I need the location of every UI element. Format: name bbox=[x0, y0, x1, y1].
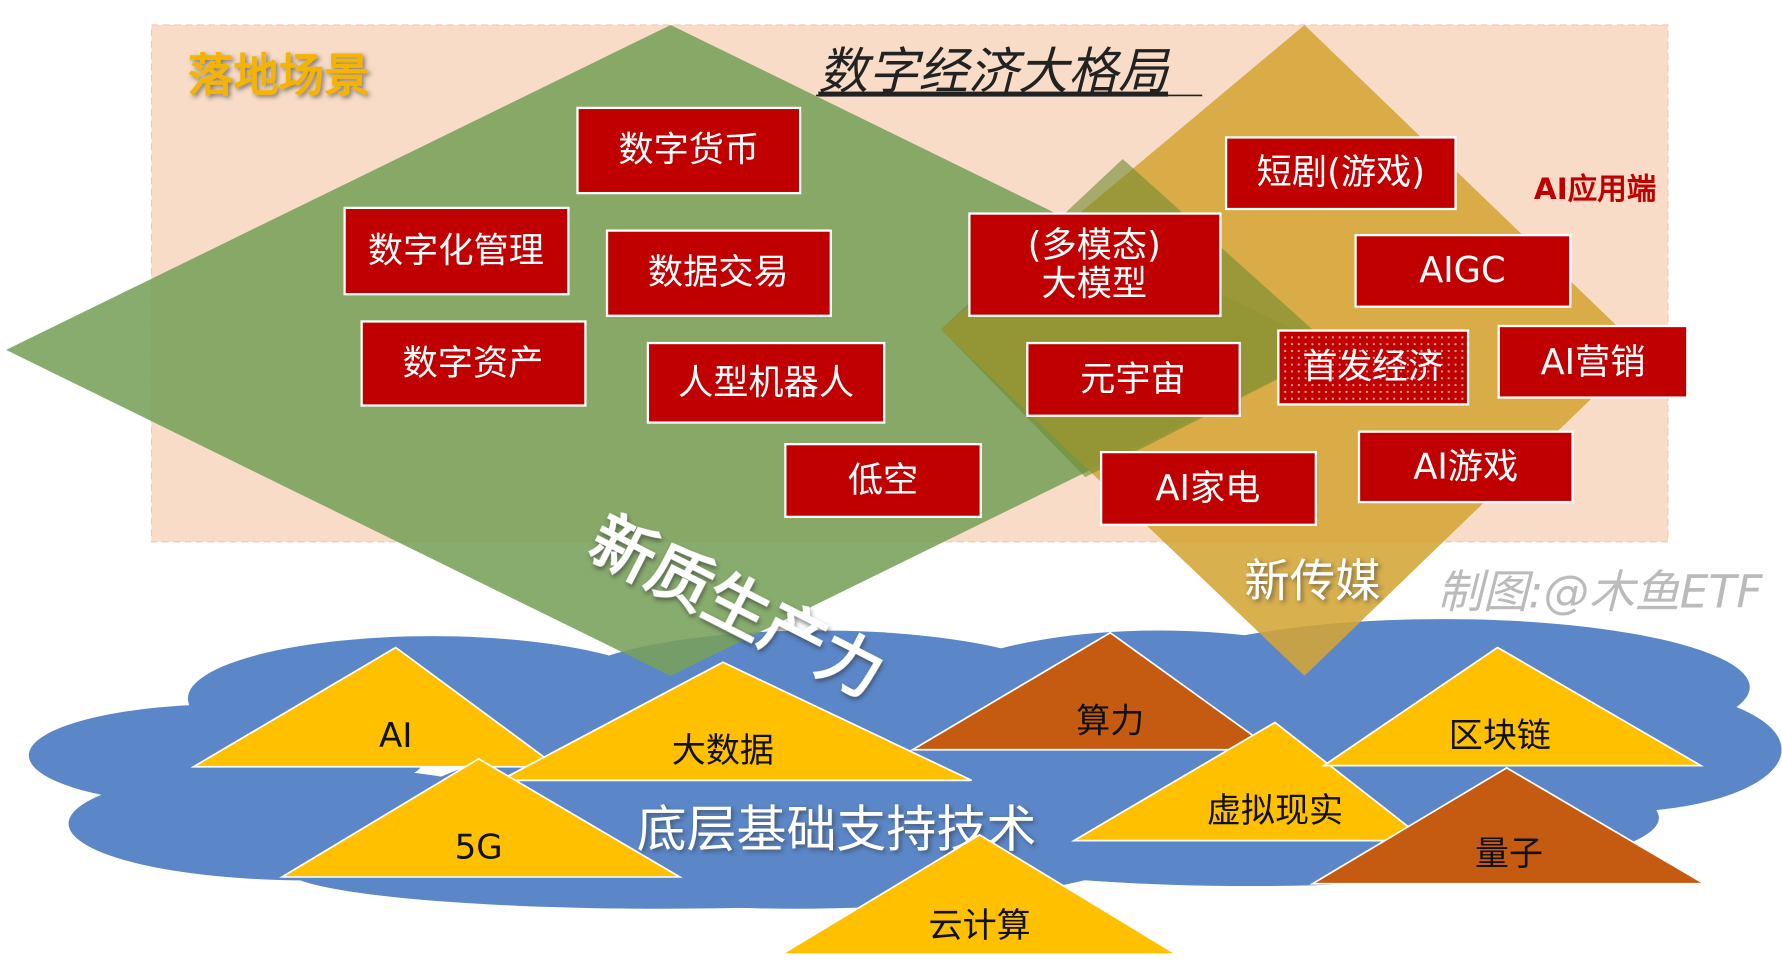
svg-text:AIGC: AIGC bbox=[1419, 250, 1505, 291]
box-humanoid-robot: 人型机器人 bbox=[646, 341, 886, 424]
tri-orange-compute: 算力 bbox=[909, 631, 1276, 751]
tri-quantum: 量子 bbox=[1309, 766, 1708, 885]
tri-ai: AI bbox=[190, 646, 560, 768]
svg-text:云计算: 云计算 bbox=[929, 906, 1031, 946]
svg-text:数字化管理: 数字化管理 bbox=[368, 231, 544, 272]
box-large-model: (多模态)大模型 bbox=[968, 212, 1222, 317]
box-data-trading: 数据交易 bbox=[605, 229, 832, 317]
scenario-label: 落地场景 bbox=[188, 49, 370, 102]
svg-text:5G: 5G bbox=[455, 827, 503, 867]
svg-text:大数据: 大数据 bbox=[672, 731, 774, 771]
box-ai-gaming: AI游戏 bbox=[1357, 430, 1574, 504]
box-digital-management: 数字化管理 bbox=[343, 206, 570, 296]
svg-text:首发经济: 首发经济 bbox=[1302, 346, 1443, 387]
svg-text:算力: 算力 bbox=[1076, 701, 1144, 741]
svg-text:数据交易: 数据交易 bbox=[648, 252, 789, 293]
tri-vr: 虚拟现实 bbox=[1070, 721, 1429, 842]
box-metaverse: 元宇宙 bbox=[1026, 341, 1241, 417]
new-media-label: 新传媒 bbox=[1244, 554, 1380, 607]
svg-text:(多模态): (多模态) bbox=[1028, 225, 1161, 266]
box-short-drama: 短剧(游戏) bbox=[1224, 136, 1457, 211]
page-title: 数字经济大格局 bbox=[818, 43, 1170, 101]
svg-text:AI营销: AI营销 bbox=[1541, 342, 1646, 383]
box-aigc: AIGC bbox=[1354, 234, 1572, 308]
box-ai-marketing: AI营销 bbox=[1497, 324, 1689, 399]
tri-5g: 5G bbox=[279, 757, 683, 878]
svg-text:短剧(游戏): 短剧(游戏) bbox=[1257, 152, 1425, 193]
svg-text:AI游戏: AI游戏 bbox=[1413, 446, 1518, 487]
credit-watermark: 制图:@木鱼ETF bbox=[1437, 566, 1763, 619]
svg-text:AI家电: AI家电 bbox=[1155, 468, 1260, 509]
svg-text:虚拟现实: 虚拟现实 bbox=[1207, 791, 1343, 831]
tri-blockchain: 区块链 bbox=[1321, 646, 1705, 767]
svg-text:低空: 低空 bbox=[848, 460, 918, 501]
box-ai-appliance: AI家电 bbox=[1100, 450, 1317, 526]
tri-big-data: 大数据 bbox=[499, 661, 973, 782]
box-digital-assets: 数字资产 bbox=[360, 320, 587, 407]
svg-text:大模型: 大模型 bbox=[1042, 263, 1148, 304]
box-debut-economy: 首发经济 bbox=[1277, 329, 1470, 406]
svg-text:区块链: 区块链 bbox=[1449, 716, 1551, 756]
svg-text:数字资产: 数字资产 bbox=[403, 343, 544, 384]
svg-text:元宇宙: 元宇宙 bbox=[1080, 359, 1186, 400]
box-digital-currency: 数字货币 bbox=[576, 106, 802, 195]
tri-cloud-computing: 云计算 bbox=[778, 833, 1180, 956]
ai-app-label: AI应用端 bbox=[1534, 172, 1656, 206]
box-low-altitude: 低空 bbox=[784, 443, 982, 518]
svg-text:量子: 量子 bbox=[1475, 834, 1543, 874]
svg-text:人型机器人: 人型机器人 bbox=[678, 362, 854, 403]
svg-text:AI: AI bbox=[379, 716, 412, 756]
svg-text:数字货币: 数字货币 bbox=[618, 129, 759, 170]
